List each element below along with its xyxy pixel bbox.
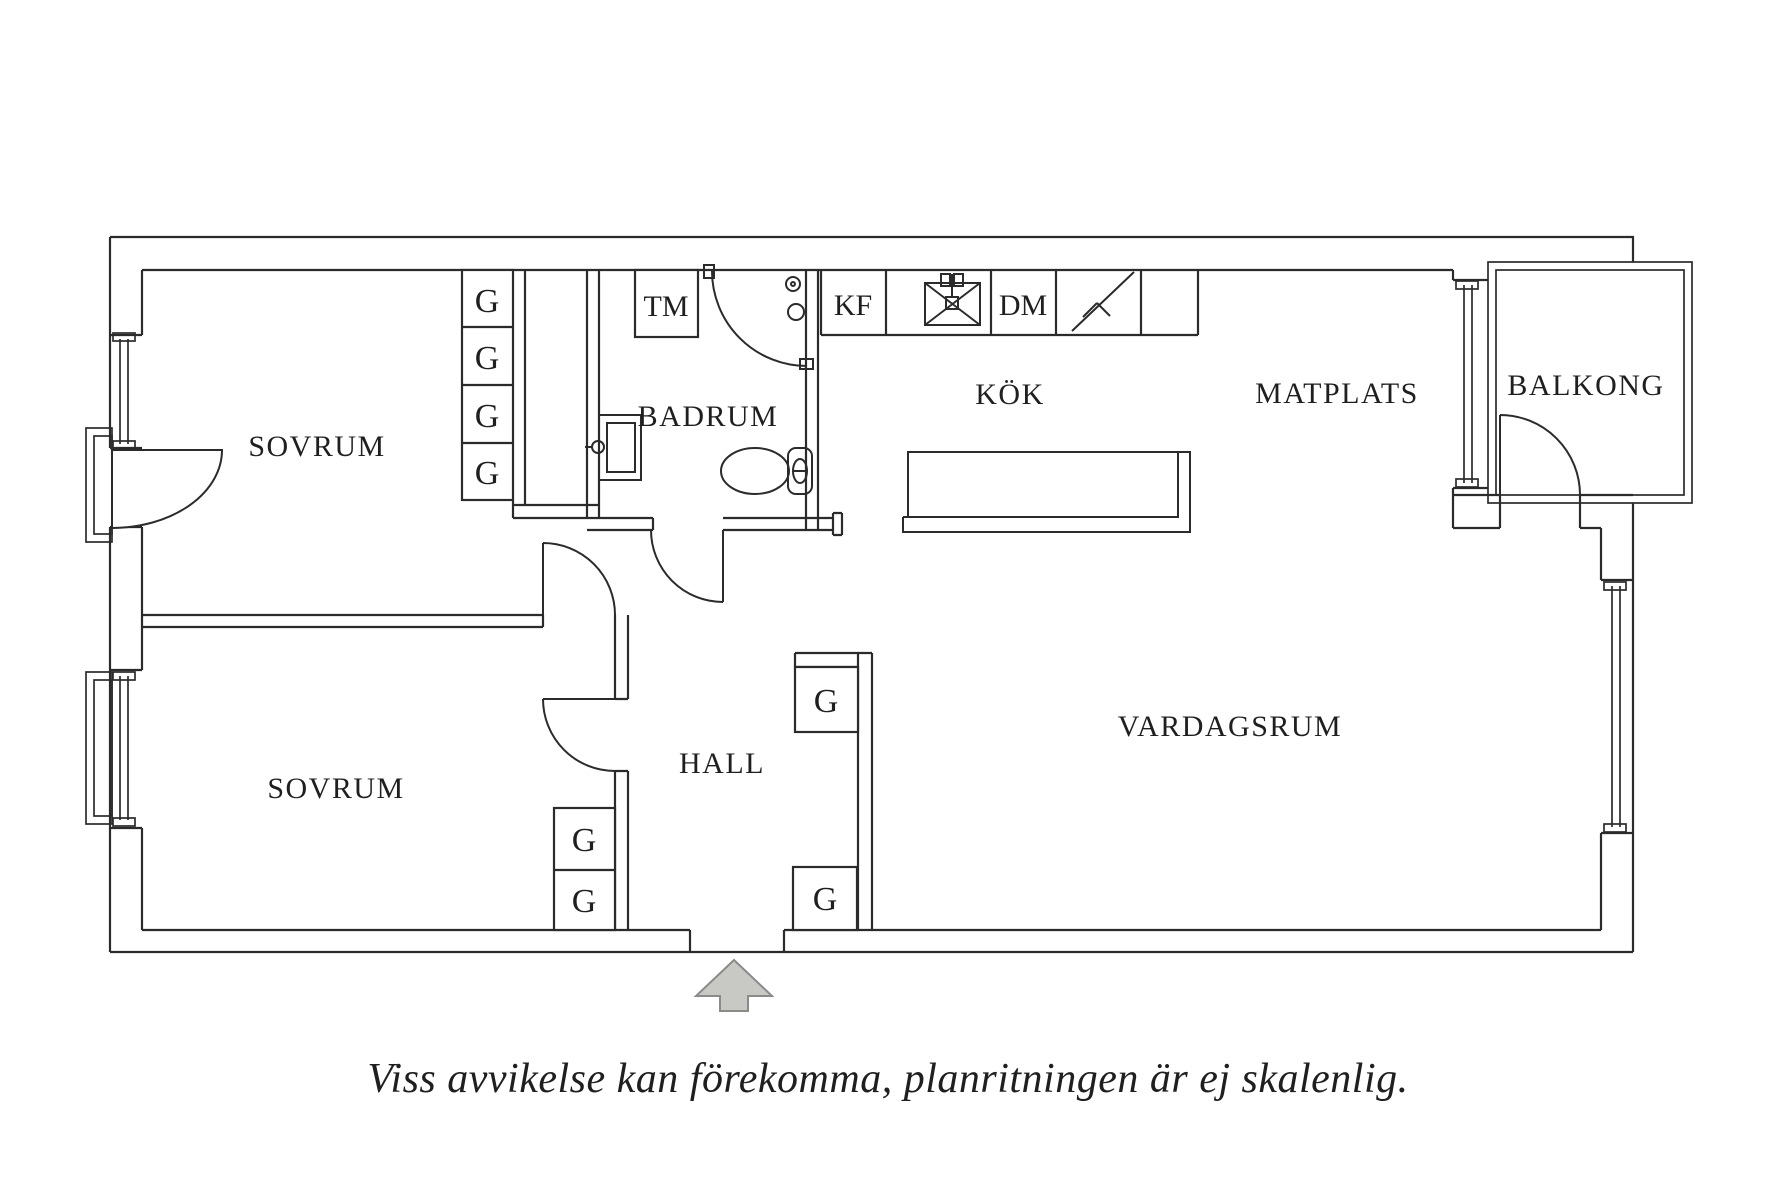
french-balcony-railing-bottom — [85, 671, 113, 825]
door-bedroom-top — [542, 542, 616, 616]
washing-machine-box — [633, 268, 700, 339]
label-wardrobe-6: G — [572, 883, 597, 920]
wardrobe-hall-upper-right — [793, 665, 860, 734]
window-bedroom-bottom — [112, 671, 136, 827]
door-bedroom-bottom — [542, 698, 616, 772]
label-wardrobe-1: G — [475, 283, 500, 320]
door-balcony — [1499, 414, 1581, 496]
windows — [85, 280, 1627, 833]
room-label-balcony: BALKONG — [1507, 369, 1664, 402]
label-wardrobe-3: G — [475, 398, 500, 435]
room-label-living-room: VARDAGSRUM — [1118, 710, 1343, 743]
entrance-arrow-shape — [693, 958, 775, 1012]
room-label-kitchen: KÖK — [975, 378, 1045, 411]
french-balcony-railing-top — [85, 427, 113, 543]
toilet-icon — [720, 447, 813, 495]
door-bathroom — [650, 529, 724, 603]
room-label-bedroom-bottom: SOVRUM — [267, 772, 404, 805]
label-wardrobe-5: G — [572, 822, 597, 859]
label-dishwasher: DM — [999, 289, 1047, 322]
wardrobe-stack-hall-left — [552, 806, 617, 932]
label-wardrobe-7: G — [814, 683, 839, 720]
wardrobe-column-bedroom-top — [460, 268, 515, 502]
kitchen-island — [902, 451, 1191, 533]
label-wardrobe-4: G — [475, 455, 500, 492]
interior-walls — [142, 270, 874, 930]
kitchen-counter-cells — [819, 270, 1200, 337]
labels: SOVRUM BADRUM KÖK MATPLATS BALKONG SOVRU… — [248, 283, 1664, 1102]
doors — [111, 414, 1581, 772]
label-wardrobe-2: G — [475, 340, 500, 377]
room-label-hall: HALL — [679, 747, 765, 780]
wardrobe-boxes — [460, 268, 860, 932]
room-label-bathroom: BADRUM — [638, 400, 779, 433]
entrance-arrow-icon — [693, 958, 775, 1012]
disclaimer-caption: Viss avvikelse kan förekomma, planritnin… — [367, 1056, 1408, 1102]
room-label-dining: MATPLATS — [1255, 377, 1419, 410]
wardrobe-hall-lower-right — [791, 865, 859, 932]
shower-icon — [703, 264, 814, 370]
washbasin-icon — [585, 414, 642, 481]
window-living-room — [1603, 581, 1627, 833]
door-bedroom-top-french — [111, 449, 224, 530]
window-bedroom-top — [112, 332, 136, 450]
label-wardrobe-8: G — [813, 881, 838, 918]
label-washing-machine: TM — [644, 290, 689, 323]
stove-icon — [1071, 271, 1135, 332]
window-dining — [1455, 280, 1479, 488]
sink-icon — [924, 273, 981, 326]
room-label-bedroom-top: SOVRUM — [248, 430, 385, 463]
label-fridge-freezer: KF — [834, 289, 872, 322]
